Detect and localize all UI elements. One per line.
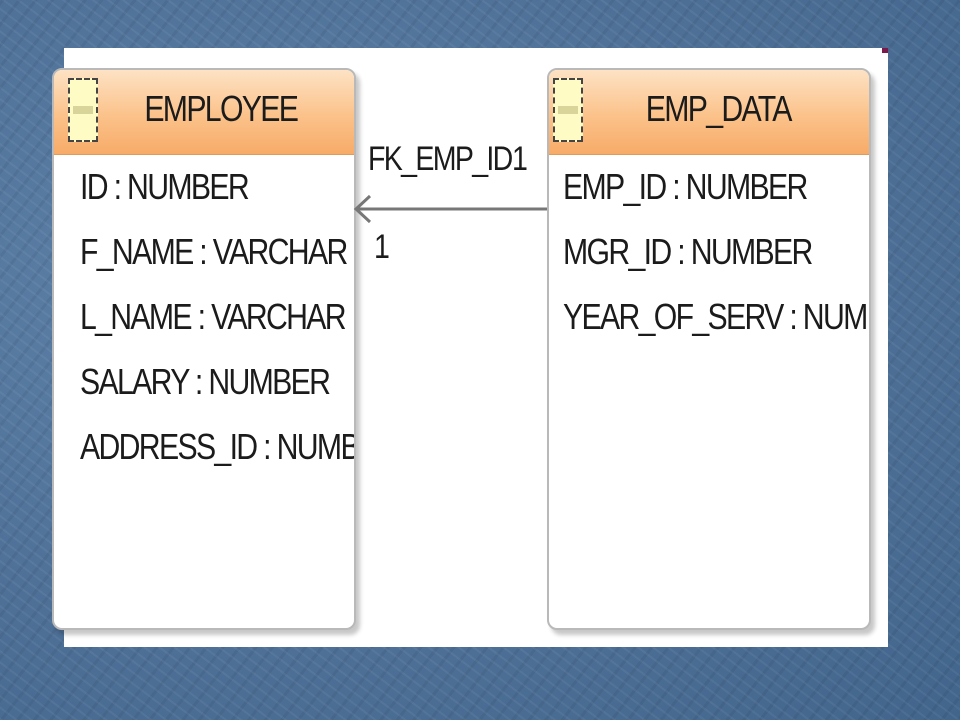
attribute-item: YEAR_OF_SERV : NUMBER bbox=[563, 296, 869, 337]
relationship-name[interactable]: FK_EMP_ID bbox=[368, 140, 513, 178]
entity-header: EMPLOYEE bbox=[54, 70, 354, 155]
attribute-item: ADDRESS_ID : NUMBER bbox=[80, 426, 354, 467]
source-cardinality: 1 bbox=[512, 140, 528, 178]
attribute-item: L_NAME : VARCHAR bbox=[80, 296, 347, 337]
arrowhead-icon bbox=[353, 194, 372, 224]
corner-mark bbox=[882, 48, 888, 53]
relationship-connector[interactable] bbox=[353, 188, 554, 228]
attribute-item: EMP_ID : NUMBER bbox=[563, 166, 808, 207]
attribute-item: MGR_ID : NUMBER bbox=[563, 231, 813, 272]
attribute-item: SALARY : NUMBER bbox=[80, 361, 331, 402]
entity-employee[interactable]: EMPLOYEE ID : NUMBER F_NAME : VARCHAR L_… bbox=[52, 68, 356, 630]
attribute-item: F_NAME : VARCHAR bbox=[80, 231, 348, 272]
entity-title: EMP_DATA bbox=[645, 88, 793, 129]
attribute-item: ID : NUMBER bbox=[80, 166, 250, 207]
entity-header: EMP_DATA bbox=[549, 70, 869, 155]
table-entity-icon bbox=[68, 78, 98, 142]
entity-title: EMPLOYEE bbox=[144, 88, 299, 129]
entity-emp-data[interactable]: EMP_DATA EMP_ID : NUMBER MGR_ID : NUMBER… bbox=[547, 68, 871, 630]
attribute-list: EMP_ID : NUMBER MGR_ID : NUMBER YEAR_OF_… bbox=[563, 166, 869, 361]
diagram-canvas: EMPLOYEE ID : NUMBER F_NAME : VARCHAR L_… bbox=[52, 48, 888, 647]
target-cardinality: 1 bbox=[374, 228, 390, 266]
table-entity-icon bbox=[553, 78, 583, 142]
attribute-list: ID : NUMBER F_NAME : VARCHAR L_NAME : VA… bbox=[80, 166, 354, 491]
